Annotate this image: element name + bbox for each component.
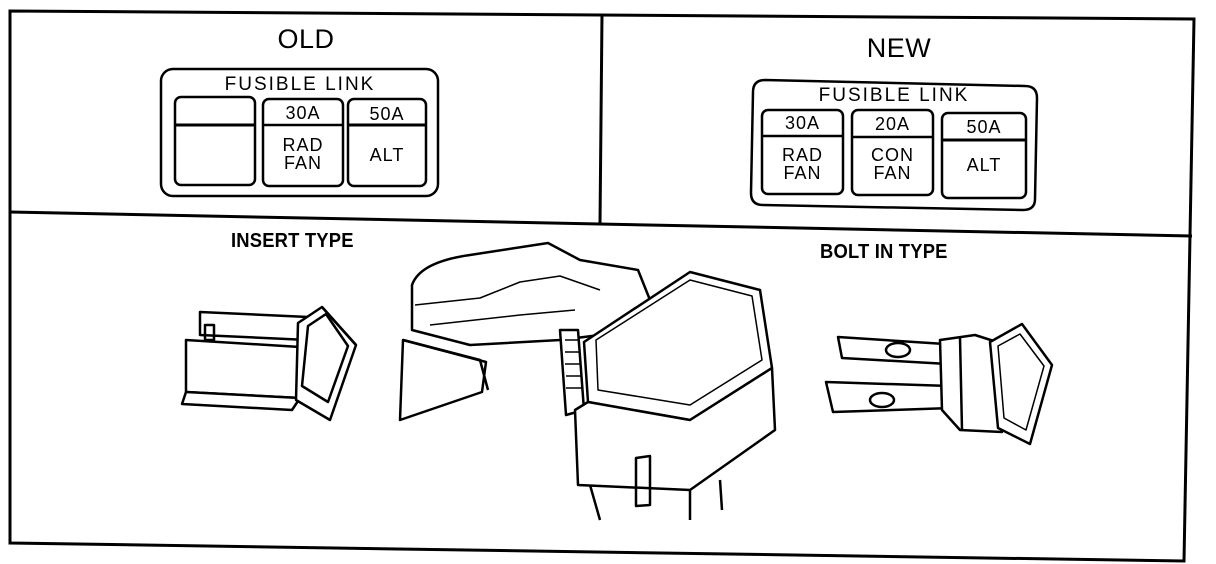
new-slot-1-amp: 30A xyxy=(784,113,821,133)
insert-type-label: INSERT TYPE xyxy=(231,230,354,252)
new-panel-header: FUSIBLE LINK xyxy=(818,85,970,106)
vertical-divider xyxy=(598,13,604,225)
new-slot-2-line2: FAN xyxy=(873,163,912,183)
old-slot-alt xyxy=(346,97,428,188)
old-slot-empty xyxy=(173,95,257,187)
old-title: OLD xyxy=(277,24,335,54)
old-slot-2-amp: 30A xyxy=(285,103,321,123)
old-slot-3-line1: ALT xyxy=(369,145,405,165)
old-slot-2-line2: FAN xyxy=(283,153,322,173)
new-slot-3-line1: ALT xyxy=(966,155,1002,175)
new-slot-1-line2: FAN xyxy=(783,163,822,183)
new-slot-2-line1: CON xyxy=(871,145,914,165)
old-panel-header: FUSIBLE LINK xyxy=(224,74,376,95)
new-slot-3-amp: 50A xyxy=(966,117,1002,137)
new-slot-alt xyxy=(940,111,1028,200)
old-slot-rad-fan xyxy=(261,97,345,188)
new-slot-con-fan xyxy=(850,108,935,197)
new-slot-rad-fan xyxy=(760,108,845,196)
old-slot-3-amp: 50A xyxy=(369,104,405,124)
connector-illustration xyxy=(398,241,777,521)
insert-type-fuse-illustration xyxy=(180,305,358,422)
new-title: NEW xyxy=(866,33,932,63)
new-slot-1-line1: RAD xyxy=(781,145,823,165)
outer-frame xyxy=(8,9,1196,563)
bolt-in-type-label: BOLT IN TYPE xyxy=(820,241,948,263)
old-slot-2-line1: RAD xyxy=(282,135,324,155)
bolt-in-type-fuse-illustration xyxy=(824,322,1054,446)
new-slot-2-amp: 20A xyxy=(874,114,911,134)
old-fusible-link-panel xyxy=(159,67,440,198)
new-fusible-link-panel xyxy=(749,78,1039,212)
